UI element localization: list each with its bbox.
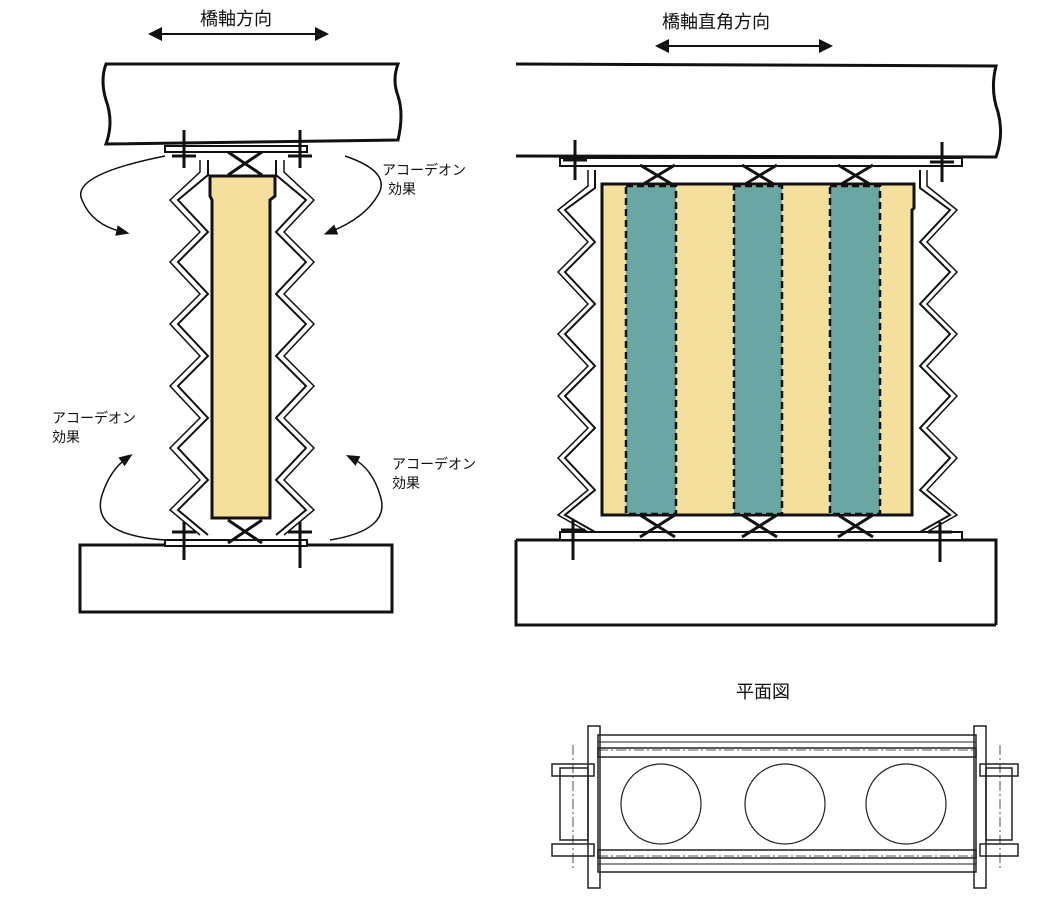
transverse-section-view — [514, 39, 1003, 627]
plan-core-circle — [744, 763, 826, 845]
top-x-connector — [227, 150, 263, 177]
plan-view-label: 平面図 — [736, 682, 790, 703]
transverse-left-bellows — [563, 170, 597, 533]
core-column — [830, 186, 880, 514]
top-flange-plate — [164, 145, 308, 153]
transverse-direction-label: 橋軸直角方向 — [662, 12, 770, 33]
plan-outer-frame — [597, 747, 977, 859]
accordion-effect-label-top-right: アコーデオン 効果 — [382, 163, 466, 198]
accordion-effect-label-bottom-right: アコーデオン 効果 — [392, 457, 476, 492]
anchor-bolts — [172, 130, 312, 568]
longitudinal-section-view — [78, 27, 403, 614]
bottom-flange-plate — [164, 539, 308, 547]
core-column — [626, 186, 676, 514]
accordion-effect-arrows — [79, 155, 383, 541]
transverse-lower-pier — [514, 538, 998, 627]
right-bellows — [274, 160, 308, 536]
longitudinal-direction-label: 橋軸方向 — [200, 9, 272, 30]
lower-pier — [78, 543, 394, 614]
plan-core-circle — [865, 763, 947, 845]
core-column — [734, 186, 782, 514]
bottom-x-connector — [227, 518, 263, 545]
plan-core-circle — [620, 763, 702, 845]
rubber-core — [208, 174, 277, 520]
upper-girder — [101, 62, 403, 146]
core-columns — [624, 184, 882, 516]
accordion-effect-label-bottom-left: アコーデオン 効果 — [52, 411, 136, 446]
left-bellows — [176, 160, 210, 536]
transverse-upper-girder — [515, 62, 1003, 159]
plan-view — [551, 725, 1019, 889]
transverse-anchor-bolts — [561, 140, 954, 562]
transverse-right-bellows — [918, 170, 952, 533]
